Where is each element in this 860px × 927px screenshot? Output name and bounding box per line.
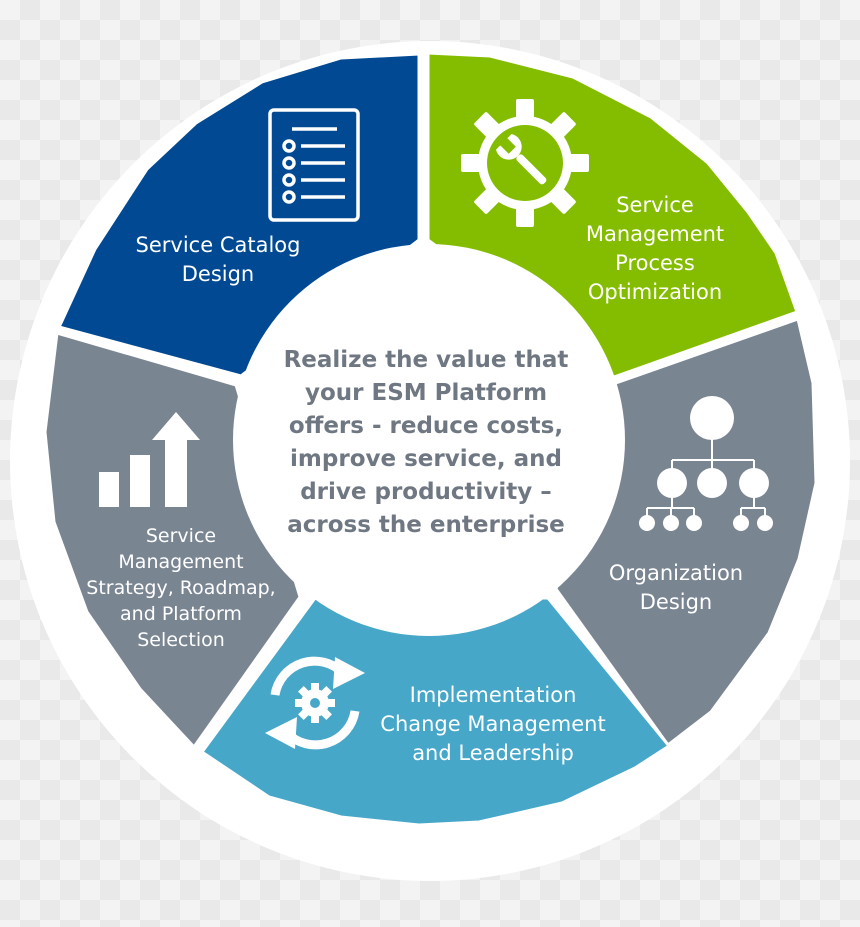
org-chart-icon [639,396,773,531]
segment-label-organization-design: Organization Design [609,561,743,614]
segment-label-line: Implementation [410,683,577,707]
segment-label-line: Service Catalog [136,233,301,257]
segment-label-line: Service [616,193,694,217]
gear-wrench-icon [461,99,589,227]
segment-label-line: Design [182,262,255,286]
center-line: Realize the value that [284,347,569,373]
segment-label-strategy-roadmap-platform-selection: Service Management Strategy, Roadmap, an… [86,525,275,651]
center-hub [233,244,625,636]
segment-label-line: and Leadership [412,741,574,765]
segment-shape-implementation-change-management [199,596,672,827]
segment-label-line: Management [118,551,243,573]
center-line: offers - reduce costs, [289,413,563,439]
segment-label-line: Selection [137,629,225,651]
segment-label-implementation-change-management: Implementation Change Management and Lea… [380,683,605,765]
center-line: across the enterprise [287,512,565,538]
segment-label-line: Management [586,222,724,246]
center-line: improve service, and [290,446,562,472]
segment-label-line: Organization [609,561,743,585]
segment-label-line: Service [146,525,216,547]
center-message: Realize the value that your ESM Platform… [284,347,569,538]
segment-label-line: Optimization [588,280,722,304]
center-line: your ESM Platform [305,380,547,406]
segment-label-service-catalog-design: Service Catalog Design [136,233,301,286]
segment-label-line: Design [640,590,713,614]
segment-label-line: and Platform [120,603,242,625]
center-line: drive productivity – [300,479,552,505]
segment-label-service-management-process-optimization: Service Management Process Optimization [586,193,724,304]
growth-chart-icon [99,412,200,507]
segment-implementation-change-management [199,596,672,827]
segment-label-line: Strategy, Roadmap, [86,577,275,599]
segment-label-line: Change Management [380,712,605,736]
checklist-icon [268,108,360,222]
segment-label-line: Process [615,251,695,275]
refresh-gear-icon [265,656,365,750]
